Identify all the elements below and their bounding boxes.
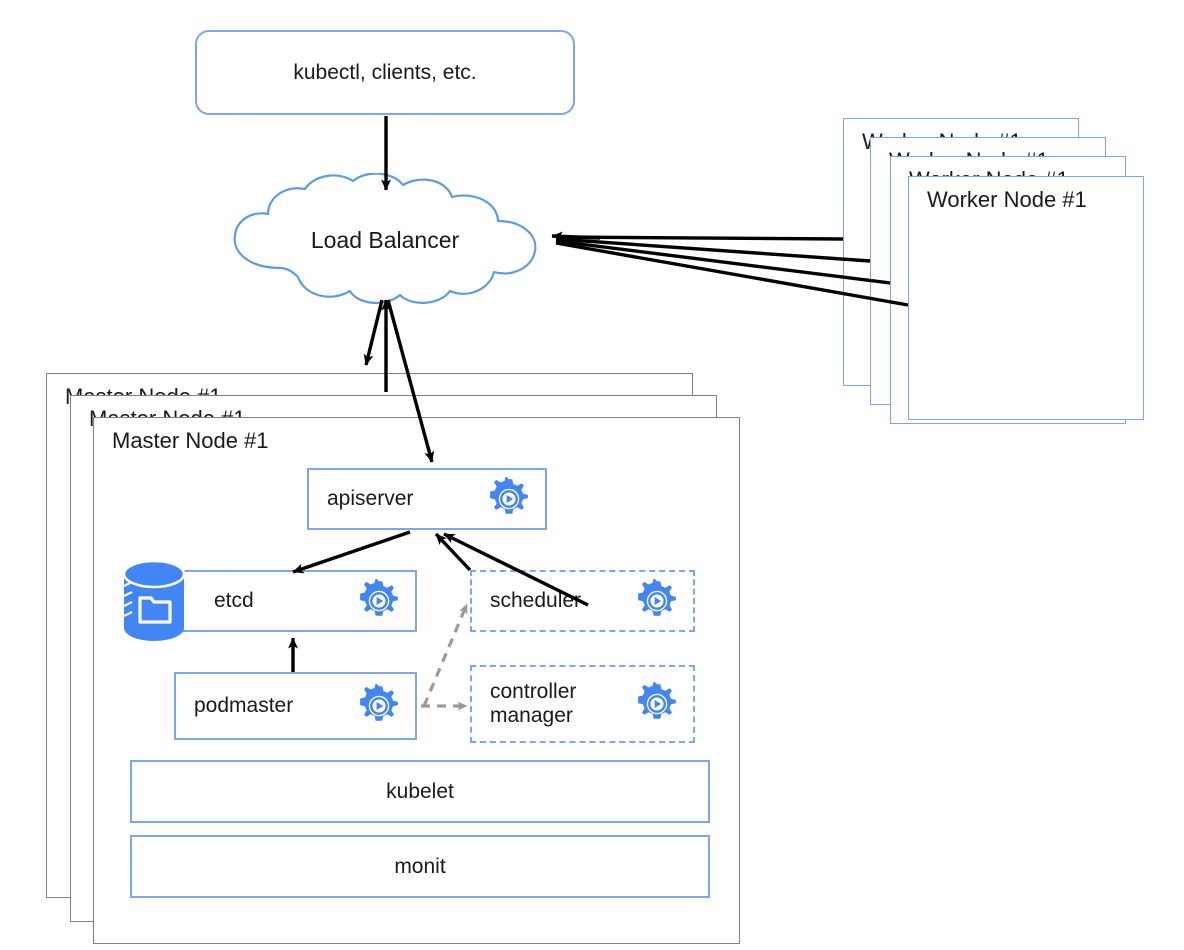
controller-manager-label: controller manager <box>490 680 577 727</box>
kubelet-label: kubelet <box>386 779 454 803</box>
master-node-card-1-title: Master Node #1 <box>112 428 269 453</box>
podmaster-box[interactable]: podmaster <box>174 672 417 740</box>
etcd-label: etcd <box>214 589 254 613</box>
monit-box[interactable]: monit <box>130 835 710 898</box>
gear-play-icon <box>490 477 528 514</box>
scheduler-label: scheduler <box>490 589 582 613</box>
podmaster-label: podmaster <box>194 694 294 718</box>
apiserver-box[interactable]: apiserver <box>307 468 547 530</box>
etcd-box[interactable]: etcd <box>174 570 417 632</box>
monit-label: monit <box>394 854 446 878</box>
scheduler-box[interactable]: scheduler <box>470 570 695 632</box>
database-cylinder-icon <box>118 559 190 642</box>
cloud-shape-icon <box>233 172 537 304</box>
gear-play-icon <box>360 579 398 616</box>
controller-manager-box[interactable]: controller manager <box>470 665 695 743</box>
gear-play-icon <box>638 682 676 719</box>
gear-play-icon <box>638 579 676 616</box>
kubectl-clients-label: kubectl, clients, etc. <box>293 60 477 84</box>
gear-play-icon <box>360 684 398 721</box>
worker-node-card-1-title: Worker Node #1 <box>927 187 1087 212</box>
kubectl-clients-box[interactable]: kubectl, clients, etc. <box>195 30 575 115</box>
load-balancer-cloud[interactable]: Load Balancer <box>210 172 560 308</box>
load-balancer-label: Load Balancer <box>310 227 460 253</box>
apiserver-label: apiserver <box>327 487 414 511</box>
worker-node-card-1[interactable]: Worker Node #1 <box>908 176 1144 420</box>
kubelet-box[interactable]: kubelet <box>130 760 710 823</box>
